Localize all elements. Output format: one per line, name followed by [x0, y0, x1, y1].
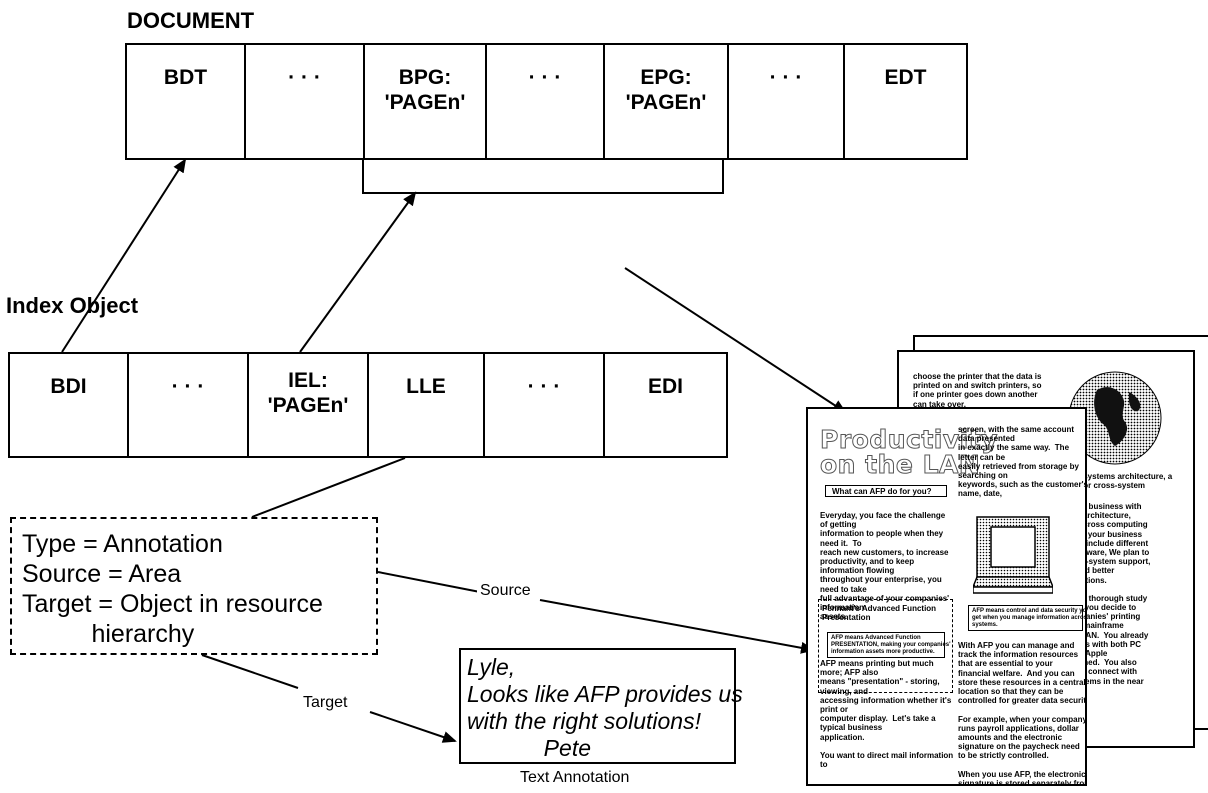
- page-thumbnail-front: Productivity on the LAN What can AFP do …: [806, 407, 1087, 786]
- computer-monitor-icon: [973, 516, 1053, 594]
- front-page-question: What can AFP do for you?: [832, 487, 932, 496]
- target-arrow: [201, 654, 299, 689]
- annotation-target-cont: hierarchy: [22, 620, 195, 648]
- back-page-top-text: choose the printer that the data is prin…: [913, 372, 1042, 409]
- cell-bdi: BDI: [10, 354, 129, 456]
- front-page-col1-text: Everyday, you face the challenge of gett…: [820, 511, 950, 622]
- target-label: Target: [300, 694, 351, 712]
- annotation-attributes-box: Type = Annotation Source = Area Target =…: [10, 517, 378, 655]
- arrow-iel-to-page: [299, 191, 417, 353]
- front-page-question-box: What can AFP do for you?: [825, 485, 947, 497]
- index-object-label: Index Object: [6, 293, 139, 318]
- line-lle-to-annotation: [251, 457, 406, 518]
- text-annotation-caption: Text Annotation: [520, 769, 630, 787]
- cell-bpg: BPG: 'PAGEn': [365, 45, 487, 158]
- cell-index-ellipsis-2: · · ·: [485, 354, 605, 456]
- document-label: DOCUMENT: [127, 8, 255, 33]
- annotation-source: Source = Area: [22, 560, 182, 588]
- front-page-inner-box: AFP means Advanced Function PRESENTATION…: [827, 632, 951, 658]
- globe-icon: [1068, 371, 1162, 465]
- cell-lle: LLE: [369, 354, 485, 456]
- cell-document-ellipsis-2: · · ·: [487, 45, 605, 158]
- front-page-dashed-region: Pennant's Advanced Function Presentation…: [818, 599, 953, 693]
- page-bracket: [362, 160, 724, 194]
- document-structure: BDT · · · BPG: 'PAGEn' · · · EPG: 'PAGEn…: [125, 43, 968, 160]
- cell-epg: EPG: 'PAGEn': [605, 45, 729, 158]
- source-label: Source: [477, 582, 534, 600]
- cell-document-ellipsis-1: · · ·: [246, 45, 365, 158]
- cell-bdt: BDT: [127, 45, 246, 158]
- cell-iel: IEL: 'PAGEn': [249, 354, 369, 456]
- cell-edt: EDT: [884, 66, 927, 89]
- text-annotation-note: Lyle, Looks like AFP provides us with th…: [459, 648, 743, 764]
- front-page-col1b-text: AFP means printing but much more; AFP al…: [820, 659, 954, 770]
- note-line-1: Lyle,: [467, 654, 516, 680]
- back-page-right-text: your business with me architecture, rk a…: [1069, 502, 1151, 686]
- front-page-title: Productivity on the LAN: [820, 425, 998, 479]
- front-page-col2b-text: With AFP you can manage and track the in…: [958, 641, 1087, 786]
- annotation-type: Type = Annotation: [22, 530, 223, 558]
- front-page-security-text: AFP means control and data security you …: [972, 608, 1087, 628]
- arrow-page-to-thumbnail: [624, 267, 847, 414]
- annotation-target: Target = Object in resource: [22, 590, 323, 618]
- note-line-4: Pete: [467, 735, 591, 762]
- arrow-bdi-to-bdt: [61, 158, 187, 353]
- note-line-3: with the right solutions!: [467, 708, 701, 735]
- note-line-2: Looks like AFP provides us: [467, 681, 743, 708]
- cell-index-ellipsis-1: · · ·: [129, 354, 249, 456]
- index-object-structure: BDI · · · IEL: 'PAGEn' LLE · · · EDI: [8, 352, 728, 458]
- front-page-dashed-title: Pennant's Advanced Function Presentation: [822, 604, 937, 623]
- cell-edi: EDI: [647, 375, 683, 398]
- source-arrow: [377, 571, 481, 593]
- front-page-security-box: AFP means control and data security you …: [968, 605, 1085, 631]
- front-page-inner-text: AFP means Advanced Function PRESENTATION…: [831, 635, 951, 655]
- cell-document-ellipsis-3: · · ·: [729, 45, 845, 158]
- front-page-col2-text: screen, with the same account data prese…: [958, 425, 1087, 499]
